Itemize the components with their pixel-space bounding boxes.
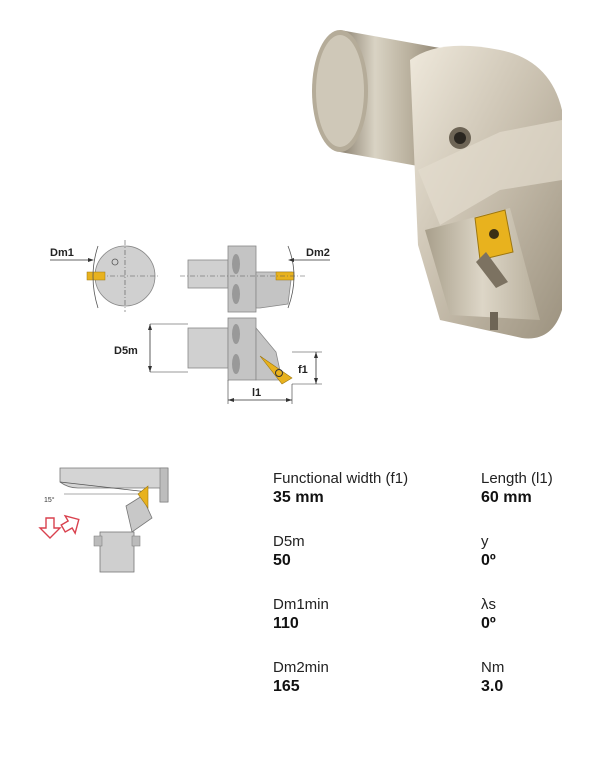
spec-label: Dm1min (273, 596, 329, 613)
spec-dm1min: Dm1min 110 (273, 596, 329, 634)
spec-length: Length (l1) 60 mm (481, 470, 553, 508)
product-photo (312, 30, 562, 339)
dm2-label: Dm2 (306, 247, 330, 259)
application-diagram: 15° (38, 467, 169, 573)
spec-nm: Nm 3.0 (481, 659, 504, 697)
spec-label: Length (l1) (481, 470, 553, 487)
spec-value: 165 (273, 678, 300, 695)
spec-d5m: D5m 50 (273, 533, 305, 571)
f1-label: f1 (298, 364, 308, 376)
spec-label: λs (481, 596, 496, 613)
spec-value: 110 (273, 615, 299, 632)
spec-value: 60 mm (481, 489, 532, 506)
spec-label: y (481, 533, 489, 550)
spec-value: 35 mm (273, 489, 324, 506)
top-view (187, 317, 293, 385)
l1-label: l1 (252, 387, 261, 399)
spec-label: Functional width (f1) (273, 470, 409, 487)
spec-label: Dm2min (273, 659, 329, 676)
spec-value: 50 (273, 552, 291, 569)
spec-label: Nm (481, 659, 505, 676)
dimension-drawing: Dm1 Dm2 D5m f1 l1 (50, 240, 330, 404)
spec-value: 3.0 (481, 678, 504, 695)
spec-lambda-s: λs 0º (481, 596, 496, 634)
spec-label: D5m (273, 533, 305, 550)
d5m-label: D5m (114, 345, 138, 357)
spec-functional-width: Functional width (f1) 35 mm (273, 470, 408, 508)
angle-label: 15° (44, 496, 55, 504)
spec-dm2min: Dm2min 165 (273, 659, 329, 697)
dm1-label: Dm1 (50, 247, 74, 259)
spec-value: 0º (481, 552, 496, 569)
spec-y: y 0º (481, 533, 496, 571)
end-view (86, 240, 160, 312)
side-view (180, 245, 305, 313)
spec-value: 0º (481, 615, 496, 632)
